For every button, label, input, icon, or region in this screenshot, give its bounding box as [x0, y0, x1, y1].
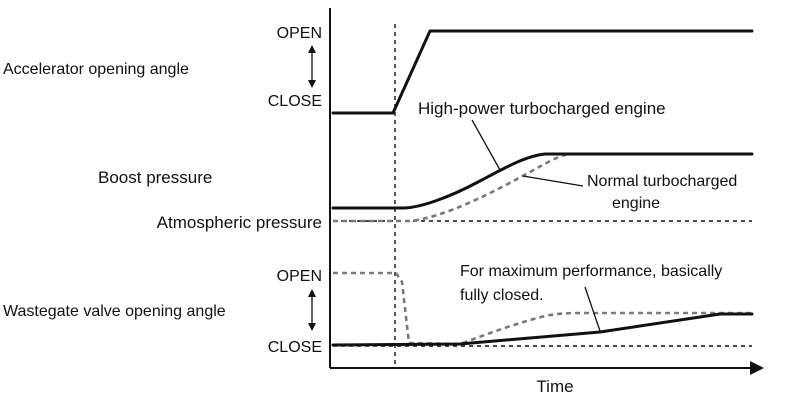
time-axis-arrowhead [750, 361, 764, 375]
boost-pressure-label: Boost pressure [98, 168, 212, 187]
time-axis-label: Time [536, 377, 573, 396]
normal-engine-leader [522, 175, 584, 187]
high-power-engine-label: High-power turbocharged engine [418, 99, 666, 118]
normal-engine-label-line1: Normal turbocharged [587, 173, 737, 190]
wastegate-close-label: CLOSE [268, 339, 322, 356]
wastegate-open-label: OPEN [277, 268, 322, 285]
high-power-engine-wastegate-curve [331, 312, 754, 347]
normal-engine-boost-curve [333, 152, 752, 223]
wastegate-note-line1: For maximum performance, basically [460, 263, 722, 280]
normal-engine-wastegate-curve [333, 271, 752, 346]
accelerator-open-label: OPEN [277, 25, 322, 42]
accelerator-curve [331, 29, 754, 115]
atmospheric-pressure-label: Atmospheric pressure [157, 213, 322, 232]
accelerator-range-arrow [308, 45, 316, 88]
wastegate-note-line2: fully closed. [460, 287, 544, 304]
high-power-engine-leader [471, 119, 501, 171]
accelerator-close-label: CLOSE [268, 93, 322, 110]
high-power-engine-boost-curve [331, 152, 754, 210]
wastegate-note-leader [584, 286, 601, 332]
wastegate-label: Wastegate valve opening angle [3, 303, 226, 320]
normal-engine-label-line2: engine [612, 195, 660, 212]
accelerator-label: Accelerator opening angle [3, 61, 189, 78]
wastegate-range-arrow [308, 289, 316, 331]
